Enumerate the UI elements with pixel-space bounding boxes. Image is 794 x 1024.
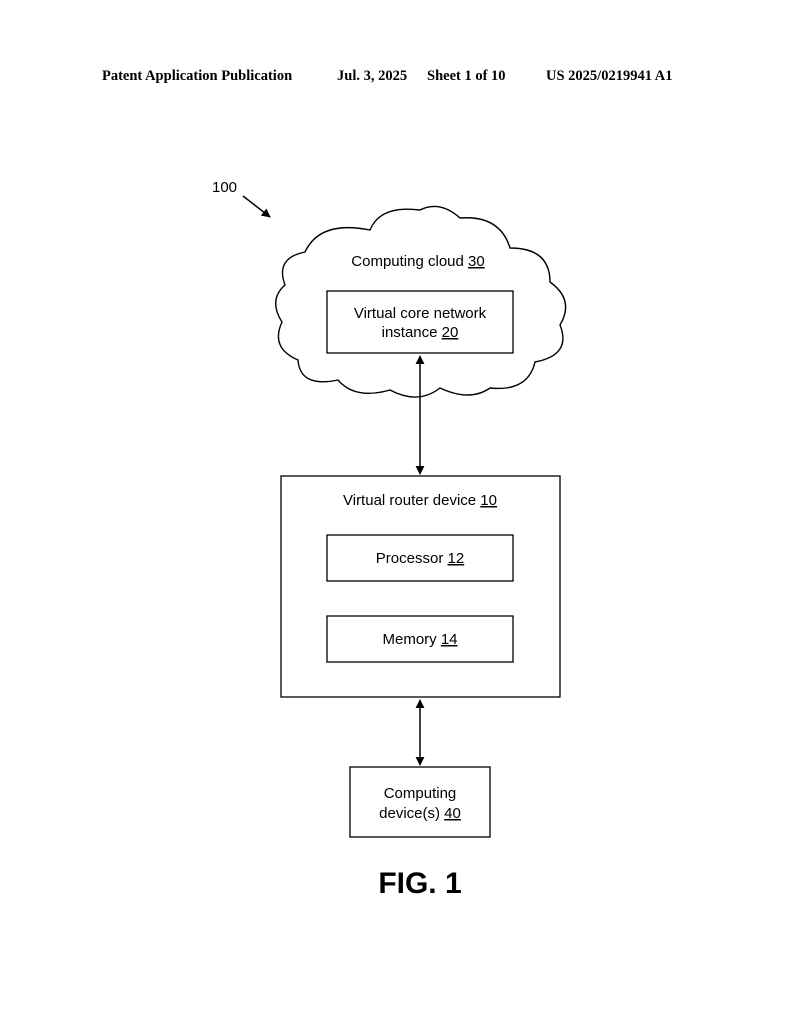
page-header: Patent Application Publication Jul. 3, 2… [0,68,794,88]
publication-title: Patent Application Publication [102,68,293,84]
system-reference-arrow [242,195,271,218]
system-reference-label: 100 [212,179,237,196]
patent-number: US 2025/0219941 A1 [546,68,673,84]
virtual-router-label: Virtual router device 10 [343,492,497,509]
computing-devices-box [349,766,491,838]
figure-label: FIG. 1 [378,867,461,900]
memory-label: Memory 14 [382,631,457,648]
publication-date: Jul. 3, 2025 [337,68,408,84]
sheet-number: Sheet 1 of 10 [427,68,506,84]
virtual-core-network-label-line2: instance 20 [382,324,459,341]
virtual-router-box [280,475,561,698]
computing-cloud-label: Computing cloud 30 [351,253,484,270]
computing-devices-label-line2: device(s) 40 [379,805,461,822]
computing-devices-label-line1: Computing [384,785,457,802]
processor-label: Processor 12 [376,550,464,567]
virtual-core-network-label-line1: Virtual core network [354,305,487,322]
processor-box [326,534,514,582]
memory-box [326,615,514,663]
virtual-core-network-box [326,290,514,354]
